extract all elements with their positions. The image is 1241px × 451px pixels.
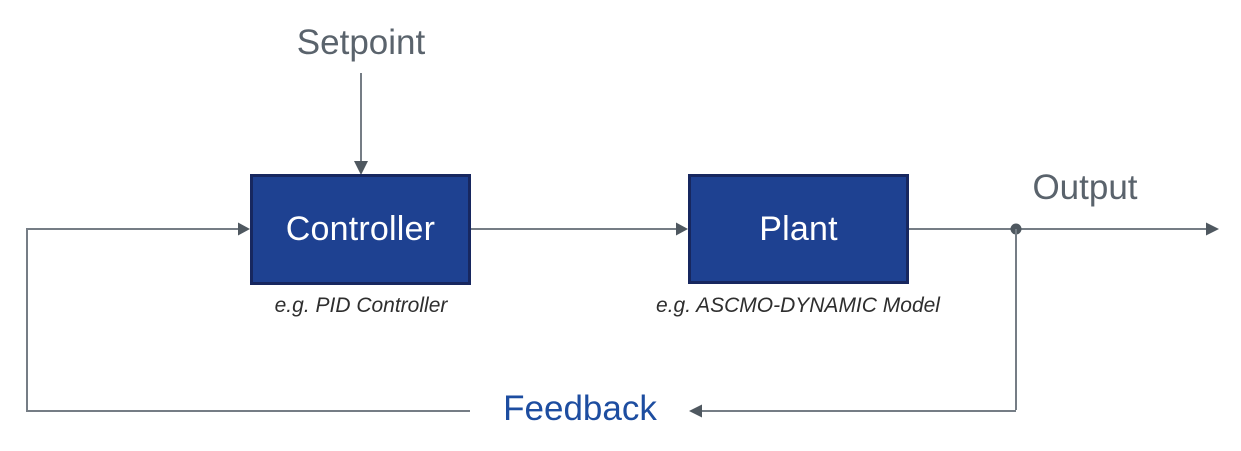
controller-sublabel: e.g. PID Controller xyxy=(274,294,448,317)
plant-block: Plant xyxy=(688,174,909,284)
setpoint-label: Setpoint xyxy=(296,23,426,62)
feedback-into-controller-arrowhead-icon xyxy=(238,222,250,236)
controller-to-plant-arrowhead-icon xyxy=(676,222,688,236)
controller-block: Controller xyxy=(250,174,471,285)
output-label: Output xyxy=(1032,168,1138,207)
plant-sublabel: e.g. ASCMO-DYNAMIC Model xyxy=(656,294,940,317)
feedback-arrowhead-icon xyxy=(689,404,702,418)
output-arrowhead-icon xyxy=(1206,222,1219,236)
controller-block-label: Controller xyxy=(285,210,436,248)
feedback-label: Feedback xyxy=(503,389,657,428)
plant-block-label: Plant xyxy=(759,209,838,248)
setpoint-arrowhead-icon xyxy=(354,161,368,175)
